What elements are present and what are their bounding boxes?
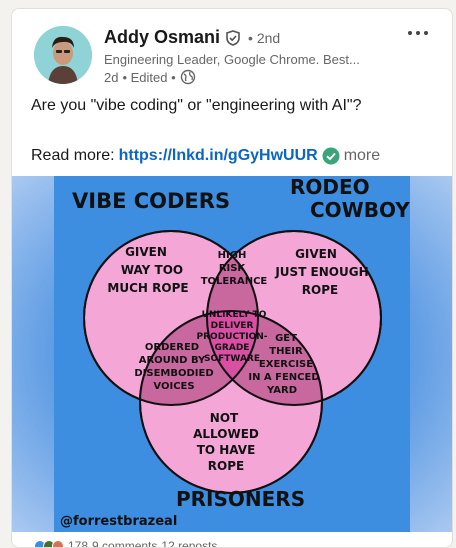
see-more-link[interactable]: more (343, 147, 381, 164)
center-4: GRADE (215, 343, 250, 353)
post-meta: 2d • Edited • (104, 69, 196, 85)
connection-degree: • 2nd (248, 29, 281, 46)
right-bottom-2: THEIR (269, 346, 303, 357)
signature: @forrestbrazeal (60, 514, 177, 529)
globe-icon (180, 69, 195, 85)
bottom-only-2: ALLOWED (193, 427, 259, 441)
read-more-label: Read more: (31, 147, 115, 164)
title-cowboys: COWBOYS (310, 198, 410, 222)
right-bottom-1: GET (275, 333, 297, 344)
verified-icon (226, 29, 240, 46)
read-more-row: Read more: https://lnkd.in/gGyHwUUR more (31, 147, 380, 165)
left-only-2: WAY TOO (121, 263, 183, 277)
left-right-3: TOLERANCE (201, 276, 268, 287)
title-rodeo: RODEO (290, 176, 370, 199)
left-right-2: RISK (219, 263, 247, 274)
center-5: SOFTWARE (204, 354, 260, 364)
left-bottom-1: ORDERED (145, 342, 199, 353)
left-bottom-3: DISEMBODIED (134, 368, 213, 379)
love-reaction-icon (52, 540, 64, 547)
title-vibe-coders: VIBE CODERS (72, 189, 230, 213)
post-text: Are you "vibe coding" or "engineering wi… (31, 97, 362, 114)
author-headline: Engineering Leader, Google Chrome. Best.… (104, 52, 360, 67)
venn-illustration: VIBE CODERS RODEO COWBOYS PRISONERS @for… (54, 176, 424, 532)
right-bottom-4: IN A FENCED (248, 372, 319, 383)
right-only-3: ROPE (302, 283, 338, 297)
author-row: Addy Osmani • 2nd (104, 27, 280, 48)
check-circle-icon (322, 147, 340, 165)
right-bottom-5: YARD (266, 385, 297, 396)
bottom-only-3: TO HAVE (197, 443, 256, 457)
center-2: DELIVER (211, 321, 254, 331)
left-bottom-4: VOICES (153, 381, 194, 392)
right-only-1: GIVEN (295, 247, 337, 261)
post-image[interactable]: VIBE CODERS RODEO COWBOYS PRISONERS @for… (12, 176, 452, 532)
right-bottom-3: EXERCISE (259, 359, 313, 370)
reaction-count[interactable]: 178 (68, 539, 89, 548)
avatar[interactable] (34, 26, 92, 84)
more-options-icon[interactable] (406, 25, 430, 41)
social-counts[interactable]: 178 9 comments 12 reposts (34, 539, 218, 548)
left-only-1: GIVEN (125, 245, 167, 259)
repost-count[interactable]: 12 reposts (161, 539, 218, 548)
author-name[interactable]: Addy Osmani (104, 27, 221, 47)
post-link[interactable]: https://lnkd.in/gGyHwUUR (118, 147, 318, 164)
left-only-3: MUCH ROPE (107, 281, 188, 295)
bottom-only-1: NOT (210, 411, 239, 425)
post-card: Addy Osmani • 2nd Engineering Leader, Go… (11, 8, 453, 548)
center-3: PRODUCTION- (197, 332, 268, 342)
left-bottom-2: AROUND BY (139, 355, 206, 366)
bottom-only-4: ROPE (208, 459, 244, 473)
edited-label: • Edited • (122, 69, 176, 85)
title-prisoners: PRISONERS (176, 487, 305, 511)
comment-count[interactable]: 9 comments (92, 539, 158, 548)
post-time: 2d (104, 69, 119, 85)
right-only-2: JUST ENOUGH (274, 265, 368, 279)
center-1: UNLIKELY TO (202, 310, 267, 320)
left-right-1: HIGH (218, 250, 247, 261)
